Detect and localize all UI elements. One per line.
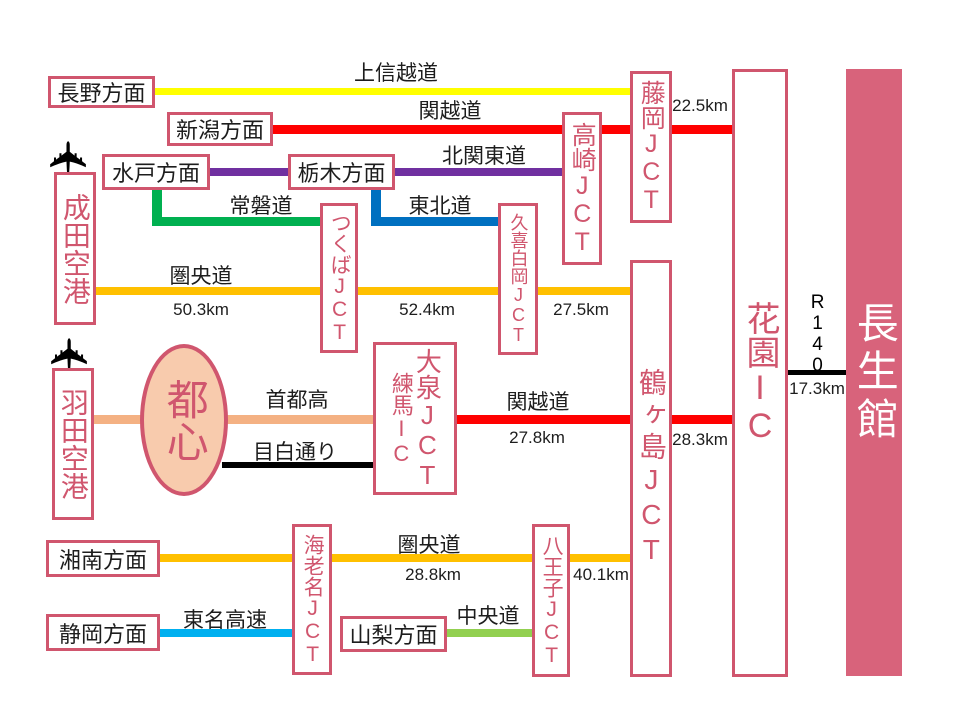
airport-box-haneda: 羽田空港 bbox=[52, 368, 94, 520]
distance-narita-tsukuba: 50.3km bbox=[173, 300, 229, 319]
kenodo-expressway-line-top bbox=[96, 287, 636, 295]
direction-label-nagano: 長野方面 bbox=[57, 81, 146, 106]
road-label-mejiro-dori: 目白通り bbox=[253, 441, 337, 464]
jct-box-ebina: 海老名JCT bbox=[292, 524, 332, 675]
road-label-kenodo-top: 圏央道 bbox=[169, 265, 233, 288]
city-center-label: 都心 bbox=[161, 378, 209, 462]
direction-box-yamanashi: 山梨方面 bbox=[340, 616, 447, 652]
road-label-shutoko: 首都高 bbox=[265, 389, 329, 412]
jct-box-oizumi-nerima: 大泉JCT 練馬IC bbox=[373, 342, 457, 495]
airport-label-narita: 成田空港 bbox=[59, 192, 91, 305]
road-label-joshinetsu: 上信越道 bbox=[354, 62, 438, 85]
jct-box-tsurugashima: 鶴ヶ島JCT bbox=[630, 260, 672, 677]
direction-box-shonan: 湘南方面 bbox=[46, 540, 160, 577]
ic-label-hanazono: 花園IC bbox=[741, 301, 780, 445]
jct-label-tsurugashima: 鶴ヶ島JCT bbox=[635, 368, 667, 569]
kanetsu-expressway-line-top bbox=[273, 125, 738, 134]
direction-label-shonan: 湘南方面 bbox=[58, 547, 147, 573]
tomei-expressway-line bbox=[160, 629, 295, 637]
direction-box-mito: 水戸方面 bbox=[102, 154, 210, 190]
road-label-tomei: 東名高速 bbox=[183, 609, 267, 632]
airport-box-narita: 成田空港 bbox=[54, 172, 96, 325]
mejiro-street-line bbox=[222, 462, 378, 468]
destination-banner: 長生館 bbox=[846, 69, 902, 676]
distance-tsukuba-kuki: 52.4km bbox=[399, 300, 455, 319]
destination-label: 長生館 bbox=[851, 300, 899, 445]
distance-hanazono-choseikan: 17.3km bbox=[789, 379, 845, 398]
jct-box-takasaki: 高崎JCT bbox=[562, 112, 602, 265]
direction-box-tochigi: 栃木方面 bbox=[288, 154, 395, 190]
r140-road-line bbox=[788, 370, 846, 375]
direction-box-niigata: 新潟方面 bbox=[167, 112, 273, 146]
road-label-kanetsu-top: 関越道 bbox=[418, 100, 482, 123]
jct-label-kuki-shiraoka: 久喜白岡JCT bbox=[508, 213, 529, 345]
ic-box-hanazono: 花園IC bbox=[732, 69, 788, 677]
ic-label-nerima: 練馬IC bbox=[388, 371, 414, 466]
tohoku-expressway-line bbox=[371, 217, 504, 226]
kanetsu-expressway-line-bottom bbox=[451, 415, 739, 424]
road-label-r140: R140 bbox=[798, 292, 836, 376]
jct-label-hachioji: 八王子JCT bbox=[540, 534, 564, 667]
road-label-kitakanto: 北関東道 bbox=[442, 145, 526, 168]
distance-fujioka-hanazono: 22.5km bbox=[672, 96, 728, 115]
direction-label-yamanashi: 山梨方面 bbox=[349, 623, 438, 648]
r140-text: R140 bbox=[807, 292, 829, 376]
jct-label-oizumi-nerima: 大泉JCT 練馬IC bbox=[388, 347, 443, 490]
road-label-tohoku: 東北道 bbox=[408, 195, 472, 218]
joban-expressway-line bbox=[152, 217, 324, 226]
city-center-ellipse: 都心 bbox=[140, 344, 228, 496]
road-label-kanetsu-bottom: 関越道 bbox=[506, 391, 570, 414]
direction-label-tochigi: 栃木方面 bbox=[297, 161, 386, 186]
jct-box-kuki-shiraoka: 久喜白岡JCT bbox=[498, 203, 538, 355]
jct-box-tsukuba: つくばJCT bbox=[320, 203, 358, 353]
airport-label-haneda: 羽田空港 bbox=[57, 388, 89, 500]
road-label-chuo: 中央道 bbox=[456, 605, 520, 628]
kenodo-expressway-line-bottom bbox=[160, 554, 636, 562]
jct-box-fujioka: 藤岡JCT bbox=[630, 71, 672, 223]
distance-nerima-tsurugashima: 27.8km bbox=[509, 428, 565, 447]
distance-kuki-tsurugashima: 27.5km bbox=[553, 300, 609, 319]
jct-label-ebina: 海老名JCT bbox=[301, 533, 325, 666]
shutoko-expressway-line bbox=[93, 415, 378, 424]
direction-label-mito: 水戸方面 bbox=[111, 161, 200, 186]
jct-box-hachioji: 八王子JCT bbox=[532, 524, 570, 677]
joshinetsu-expressway-line bbox=[155, 88, 650, 95]
jct-label-oizumi: 大泉JCT bbox=[412, 347, 443, 490]
road-label-joban: 常磐道 bbox=[229, 195, 293, 218]
distance-hachioji-tsurugashima: 40.1km bbox=[573, 565, 629, 584]
road-label-kenodo-bottom: 圏央道 bbox=[397, 534, 461, 557]
jct-label-takasaki: 高崎JCT bbox=[568, 121, 597, 256]
distance-tsurugashima-hanazono: 28.3km bbox=[672, 430, 728, 449]
chuo-expressway-line bbox=[447, 629, 537, 637]
direction-box-nagano: 長野方面 bbox=[48, 76, 155, 108]
distance-ebina-hachioji: 28.8km bbox=[405, 565, 461, 584]
direction-box-shizuoka: 静岡方面 bbox=[46, 614, 160, 651]
tohoku-expressway-line-vertical bbox=[371, 188, 381, 226]
direction-label-niigata: 新潟方面 bbox=[175, 118, 264, 143]
jct-label-tsukuba: つくばJCT bbox=[328, 212, 352, 344]
joban-expressway-line-vertical bbox=[152, 188, 162, 226]
jct-label-fujioka: 藤岡JCT bbox=[637, 80, 666, 214]
direction-label-shizuoka: 静岡方面 bbox=[58, 621, 147, 647]
